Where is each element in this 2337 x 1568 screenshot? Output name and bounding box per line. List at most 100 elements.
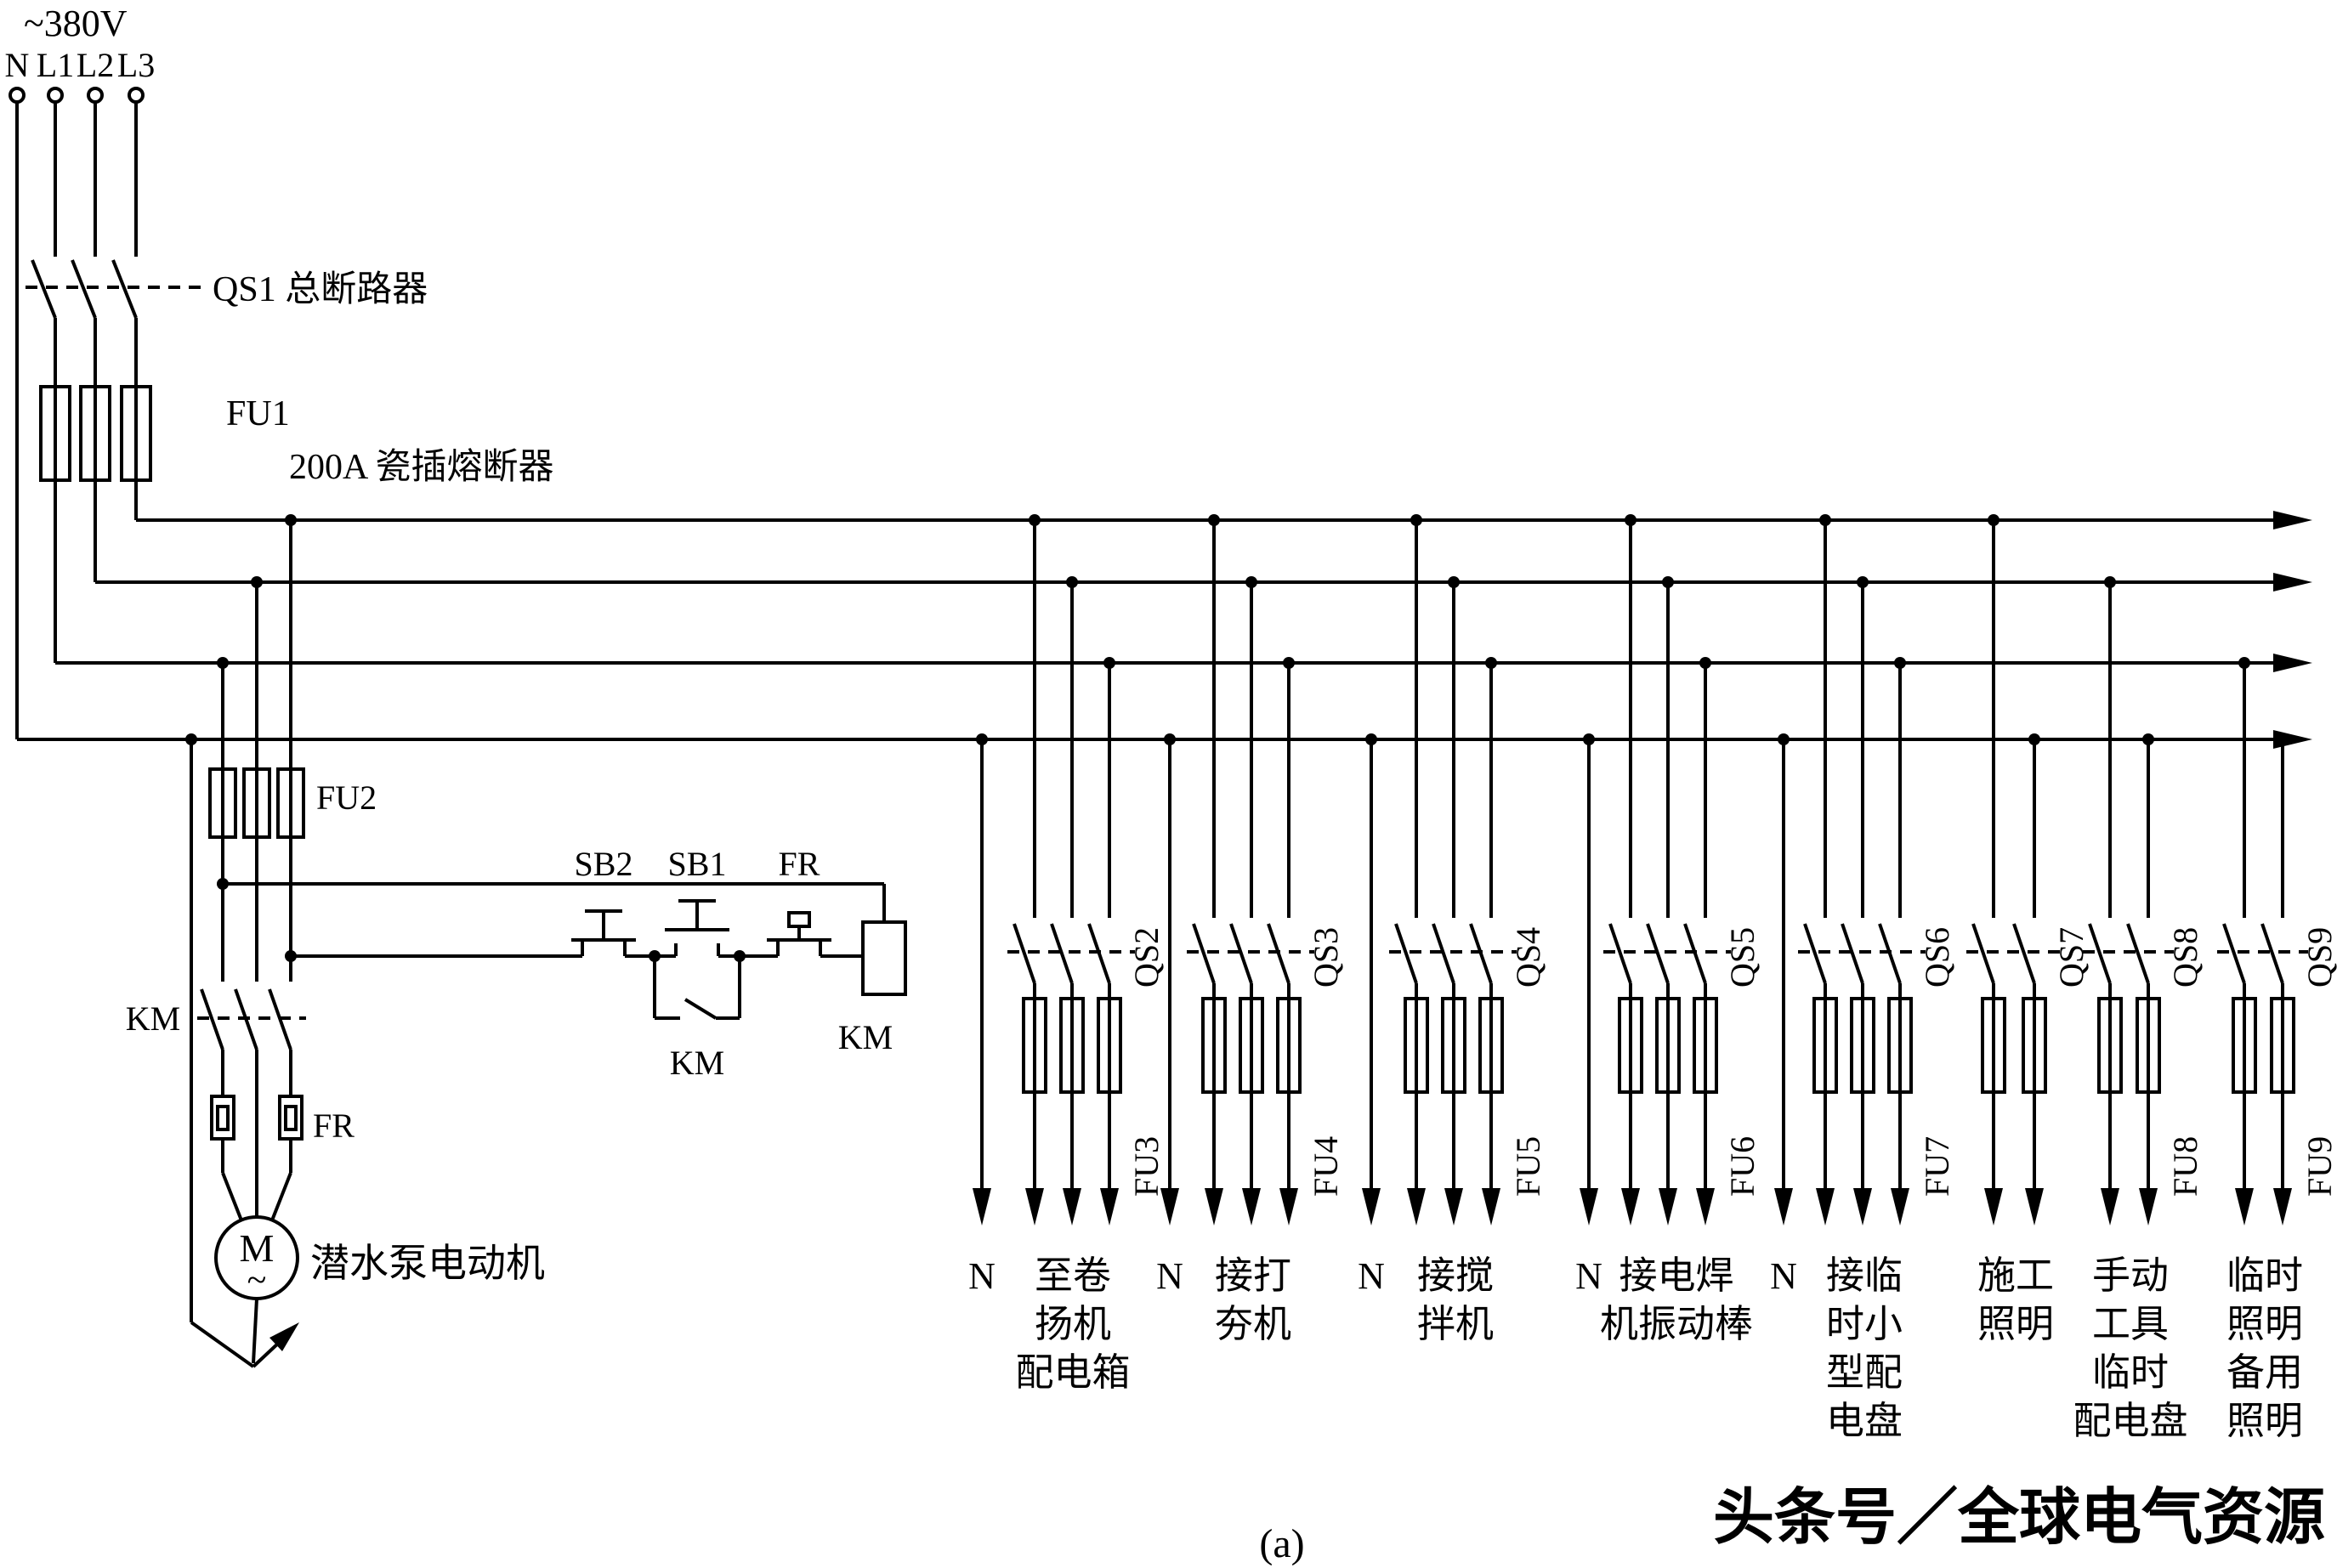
branch-n-label: N: [968, 1255, 995, 1297]
fu1-rating-label: 200A 瓷插熔断器: [289, 447, 554, 487]
branch-destination-line: 照明: [2226, 1400, 2303, 1442]
switch-blade: [1432, 923, 1455, 984]
down-arrow: [1242, 1188, 1261, 1226]
switch-blade: [1683, 923, 1707, 984]
fu-label: FU4: [1307, 1136, 1345, 1197]
qs-label: QS8: [2166, 927, 2204, 988]
terminal-l1: [47, 87, 64, 104]
bus3-arrow: [2273, 654, 2312, 672]
down-arrow: [2235, 1188, 2254, 1226]
switch-blade: [1803, 923, 1827, 984]
branch-destination-line: 接打: [1215, 1254, 1291, 1297]
fuse-symbol: [1404, 997, 1429, 1094]
sb1-start-button-symbol: [665, 899, 729, 956]
fu-label: FU8: [2166, 1136, 2204, 1197]
figure-label: (a): [1259, 1521, 1304, 1566]
down-arrow: [1205, 1188, 1223, 1226]
fuse-symbol: [1693, 997, 1718, 1094]
sb2-stop-button-symbol: [571, 909, 636, 956]
terminal-label-l3: L3: [117, 46, 155, 84]
motor-tilde: ~: [247, 1261, 267, 1300]
down-arrow: [1025, 1188, 1044, 1226]
branch-destination-line: 接电焊: [1619, 1254, 1733, 1297]
fuse-symbol: [1812, 997, 1838, 1094]
fu-label: FU5: [1509, 1136, 1547, 1197]
branch-destination-line: 时小: [1826, 1303, 1903, 1345]
down-arrow: [973, 1188, 991, 1226]
fu-label: FU9: [2300, 1136, 2337, 1197]
branch-destination-line: 至卷: [1035, 1254, 1111, 1297]
switch-blade: [1013, 923, 1036, 984]
down-arrow: [1816, 1188, 1835, 1226]
km-main-contacts: [197, 988, 306, 1050]
qs-label: QS6: [1918, 927, 1956, 988]
fuse-symbol: [1618, 997, 1643, 1094]
fu1-label: FU1: [226, 394, 290, 433]
branch-destination-line: 接搅: [1417, 1254, 1494, 1297]
km-coil-symbol: [861, 920, 907, 996]
switch-blade: [1394, 923, 1418, 984]
motor-letter: M: [240, 1226, 275, 1270]
bus1-arrow: [2273, 511, 2312, 529]
fuse-symbol: [1478, 997, 1504, 1094]
fuse-symbol: [1276, 997, 1302, 1094]
branch-destination-line: 夯机: [1215, 1303, 1291, 1345]
switch-blade: [2088, 923, 2112, 984]
pump-arrow: [269, 1322, 299, 1351]
terminal-l2: [87, 87, 104, 104]
qs-label: QS9: [2300, 927, 2337, 988]
qs-label: QS3: [1307, 927, 1345, 988]
down-arrow: [1160, 1188, 1179, 1226]
fuse-symbol: [2136, 997, 2161, 1094]
switch-blade: [1087, 923, 1111, 984]
branch-destination-line: 施工: [1977, 1254, 2054, 1297]
switch-blade: [2222, 923, 2246, 984]
switch-blade: [1971, 923, 1995, 984]
watermark: 头条号／全球电气资源: [1713, 1484, 2325, 1552]
fu-label: FU3: [1127, 1136, 1166, 1197]
qs-label: QS5: [1723, 927, 1761, 988]
fuse-symbol: [1655, 997, 1681, 1094]
fuse-symbol: [1981, 997, 2006, 1094]
down-arrow: [1482, 1188, 1500, 1226]
down-arrow: [1407, 1188, 1426, 1226]
down-arrow: [1362, 1188, 1381, 1226]
down-arrow: [2101, 1188, 2119, 1226]
fuse-symbol: [1239, 997, 1264, 1094]
branch-n-label: N: [1770, 1255, 1797, 1297]
motor-name-label: 潜水泵电动机: [310, 1242, 545, 1285]
branch-destination-line: 配电盘: [2073, 1400, 2187, 1442]
qs-label: QS4: [1509, 927, 1547, 988]
outgoing-branches: NQS2FU3至卷扬机配电箱NQS3FU4接打夯机NQS4FU5接搅拌机NQS5…: [968, 514, 2337, 1442]
branch-destination-line: 机振动棒: [1600, 1303, 1753, 1345]
km-aux-contact-symbol: [653, 956, 741, 1020]
switch-blade: [1050, 923, 1074, 984]
branch-destination-line: 临时: [2092, 1351, 2169, 1394]
fuse-symbol: [1022, 997, 1047, 1094]
terminal-label-l2: L2: [77, 46, 114, 84]
switch-blade: [2012, 923, 2036, 984]
qs-label: QS7: [2052, 927, 2090, 988]
switch-blade: [2126, 923, 2150, 984]
down-arrow: [2025, 1188, 2044, 1226]
branch-destination-line: 工具: [2092, 1303, 2169, 1345]
fuse-symbol: [1850, 997, 1875, 1094]
branch-destination-line: 配电箱: [1015, 1351, 1130, 1394]
branch-destination-line: 接临: [1826, 1254, 1903, 1297]
bus-lines: [17, 518, 2275, 741]
control-circuit: [223, 882, 907, 1020]
supply-voltage-label: ~380V: [24, 3, 128, 44]
switch-blade: [1646, 923, 1670, 984]
fu1-fuse-symbols: [39, 385, 152, 482]
down-arrow: [1984, 1188, 2003, 1226]
switch-blade: [1841, 923, 1864, 984]
qs1-label: QS1 总断路器: [213, 270, 428, 309]
down-arrow: [1100, 1188, 1119, 1226]
fuse-symbol: [2097, 997, 2123, 1094]
down-arrow: [1279, 1188, 1298, 1226]
